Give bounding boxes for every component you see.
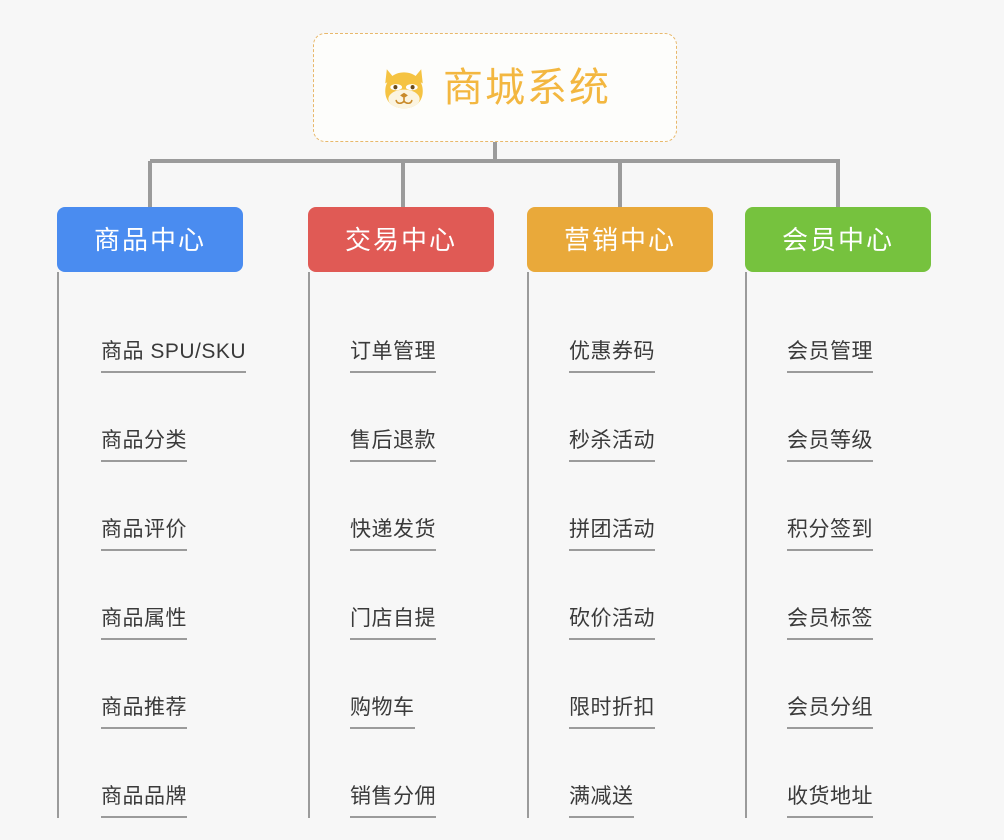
- leaf-label: 积分签到: [787, 519, 873, 551]
- leaf-label: 砍价活动: [569, 608, 655, 640]
- leaf-item[interactable]: 积分签到: [745, 462, 931, 551]
- leaf-label: 门店自提: [350, 608, 436, 640]
- category-header-label: 商品中心: [93, 224, 206, 255]
- leaf-label: 商品分类: [101, 430, 187, 462]
- leaf-label: 快递发货: [350, 519, 436, 551]
- leaf-list-3: 会员管理 会员等级 积分签到 会员标签 会员分组 收货地址: [745, 272, 931, 818]
- leaf-item[interactable]: 快递发货: [308, 462, 494, 551]
- leaf-label: 限时折扣: [569, 697, 655, 729]
- leaf-label: 商品推荐: [101, 697, 187, 729]
- leaf-item[interactable]: 销售分佣: [308, 729, 494, 818]
- leaf-item[interactable]: 会员标签: [745, 551, 931, 640]
- category-column-交易中心: 交易中心 订单管理 售后退款 快递发货 门店自提 购物车 销售分佣: [308, 207, 494, 818]
- leaf-label: 商品评价: [101, 519, 187, 551]
- leaf-label: 优惠券码: [569, 341, 655, 373]
- root-title: 商城系统: [443, 65, 611, 110]
- category-header-0[interactable]: 商品中心: [57, 207, 243, 272]
- leaf-item[interactable]: 商品分类: [57, 373, 243, 462]
- category-header-1[interactable]: 交易中心: [308, 207, 494, 272]
- leaf-item[interactable]: 会员分组: [745, 640, 931, 729]
- leaf-item[interactable]: 门店自提: [308, 551, 494, 640]
- leaf-item[interactable]: 商品评价: [57, 462, 243, 551]
- leaf-label: 秒杀活动: [569, 430, 655, 462]
- leaf-item[interactable]: 拼团活动: [527, 462, 713, 551]
- category-header-label: 会员中心: [781, 224, 894, 255]
- leaf-label: 商品 SPU/SKU: [101, 341, 247, 373]
- leaf-item[interactable]: 限时折扣: [527, 640, 713, 729]
- category-column-会员中心: 会员中心 会员管理 会员等级 积分签到 会员标签 会员分组 收货地址: [745, 207, 931, 818]
- leaf-list-1: 订单管理 售后退款 快递发货 门店自提 购物车 销售分佣: [308, 272, 494, 818]
- leaf-label: 售后退款: [350, 430, 436, 462]
- leaf-item[interactable]: 购物车: [308, 640, 494, 729]
- category-column-营销中心: 营销中心 优惠券码 秒杀活动 拼团活动 砍价活动 限时折扣 满减送: [527, 207, 713, 818]
- column-spine: [527, 272, 529, 818]
- category-column-商品中心: 商品中心 商品 SPU/SKU 商品分类 商品评价 商品属性 商品推荐 商品品牌: [57, 207, 247, 818]
- leaf-item[interactable]: 满减送: [527, 729, 713, 818]
- leaf-item[interactable]: 商品品牌: [57, 729, 243, 818]
- leaf-label: 会员分组: [787, 697, 873, 729]
- leaf-item[interactable]: 优惠券码: [527, 284, 713, 373]
- column-spine: [57, 272, 59, 818]
- leaf-item[interactable]: 收货地址: [745, 729, 931, 818]
- leaf-label: 订单管理: [350, 341, 436, 373]
- leaf-label: 商品品牌: [101, 786, 187, 818]
- leaf-item[interactable]: 售后退款: [308, 373, 494, 462]
- leaf-label: 会员管理: [787, 341, 873, 373]
- root-node[interactable]: 商城系统: [313, 33, 677, 142]
- leaf-label: 商品属性: [101, 608, 187, 640]
- column-spine: [308, 272, 310, 818]
- leaf-item[interactable]: 砍价活动: [527, 551, 713, 640]
- leaf-list-0: 商品 SPU/SKU 商品分类 商品评价 商品属性 商品推荐 商品品牌: [57, 272, 247, 818]
- leaf-label: 销售分佣: [350, 786, 436, 818]
- leaf-label: 购物车: [350, 697, 415, 729]
- leaf-label: 满减送: [569, 786, 634, 818]
- leaf-item[interactable]: 商品推荐: [57, 640, 243, 729]
- leaf-label: 收货地址: [787, 786, 873, 818]
- leaf-item[interactable]: 会员管理: [745, 284, 931, 373]
- leaf-item[interactable]: 会员等级: [745, 373, 931, 462]
- shiba-dog-icon: [385, 68, 423, 108]
- leaf-label: 会员等级: [787, 430, 873, 462]
- leaf-label: 会员标签: [787, 608, 873, 640]
- category-header-label: 营销中心: [563, 224, 676, 255]
- category-header-3[interactable]: 会员中心: [745, 207, 931, 272]
- category-header-label: 交易中心: [344, 224, 457, 255]
- leaf-label: 拼团活动: [569, 519, 655, 551]
- column-spine: [745, 272, 747, 818]
- leaf-list-2: 优惠券码 秒杀活动 拼团活动 砍价活动 限时折扣 满减送: [527, 272, 713, 818]
- leaf-item[interactable]: 商品属性: [57, 551, 243, 640]
- leaf-item[interactable]: 订单管理: [308, 284, 494, 373]
- category-header-2[interactable]: 营销中心: [527, 207, 713, 272]
- leaf-item[interactable]: 秒杀活动: [527, 373, 713, 462]
- leaf-item[interactable]: 商品 SPU/SKU: [57, 284, 247, 373]
